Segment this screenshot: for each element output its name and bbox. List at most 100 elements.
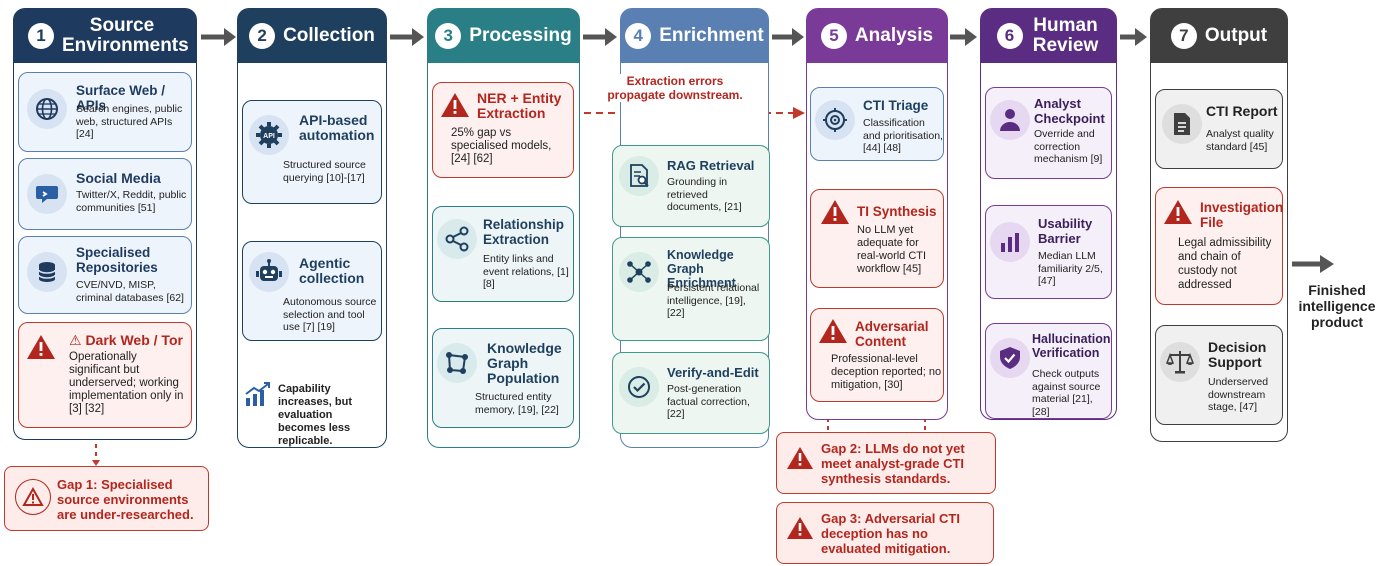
stage-title: Output	[1204, 25, 1268, 46]
card-title: Hallucination Verification	[1032, 332, 1111, 360]
stage-header: 4 Enrichment	[621, 9, 768, 63]
stage-arrow	[772, 28, 804, 46]
document-icon	[1162, 104, 1202, 144]
card-desc: Search engines, public web, structured A…	[76, 103, 183, 140]
analysis-triage-card: CTI Triage Classification and prioritisa…	[810, 87, 944, 161]
stage-header: 2 Collection	[238, 9, 386, 63]
shield-check-icon	[990, 338, 1030, 378]
final-arrow	[1292, 255, 1334, 273]
enrichment-verify-card: Verify-and-Edit Post-generation factual …	[612, 352, 770, 434]
stage-number: 2	[249, 23, 276, 49]
robot-icon	[249, 252, 289, 292]
card-title: Social Media	[76, 170, 161, 186]
bar-chart-icon	[990, 222, 1030, 262]
card-desc: Structured source querying [10]-[17]	[283, 159, 366, 184]
warning-icon	[783, 511, 817, 545]
check-circle-icon	[619, 367, 659, 407]
warning-icon	[437, 87, 473, 123]
globe-icon	[27, 89, 67, 129]
card-title: CTI Report	[1206, 103, 1278, 119]
card-desc: Entity links and event relations, [1] [8…	[483, 253, 569, 290]
card-title: Investigation File	[1200, 200, 1284, 230]
stage-collection-column: 2 Collection	[237, 8, 387, 448]
stage-header: 6 Human Review	[981, 9, 1116, 63]
card-desc: Operationally significant but underserve…	[69, 351, 184, 415]
source-surface-card: Surface Web / APIs Search engines, publi…	[18, 72, 192, 152]
card-desc: Classification and prioritisation, [44] …	[863, 117, 943, 154]
source-social-card: Social Media Twitter/X, Reddit, public c…	[18, 158, 192, 230]
stage-header: 3 Processing	[428, 9, 579, 63]
card-desc: Post-generation factual correction, [22]	[667, 383, 750, 420]
gap-text: Gap 2: LLMs do not yet meet analyst-grad…	[821, 441, 965, 486]
card-desc: Check outputs against source material [2…	[1032, 368, 1101, 418]
card-title: ⚠ Dark Web / Tor	[69, 332, 183, 348]
stage-number: 5	[820, 23, 847, 49]
analysis-adversarial-card: Adversarial Content Professional-level d…	[810, 308, 944, 402]
stage-title: Enrichment	[659, 25, 764, 46]
enrichment-rag-card: RAG Retrieval Grounding in retrieved doc…	[612, 145, 770, 227]
stage-number: 4	[625, 23, 652, 49]
card-desc: Persistent relational intelligence, [19]…	[667, 282, 760, 319]
stage-header: 7 Output	[1151, 9, 1287, 63]
card-title: RAG Retrieval	[667, 158, 755, 173]
api-icon-text: API	[263, 133, 275, 140]
stage-arrow	[950, 28, 977, 46]
gap1-callout: Gap 1: Specialised source environments a…	[4, 466, 209, 531]
output-investigation-card: Investigation File Legal admissibility a…	[1155, 187, 1283, 305]
graph-square-icon	[437, 343, 477, 383]
stage-arrow	[1120, 28, 1147, 46]
stage-arrow	[390, 28, 424, 46]
stage-number: 3	[435, 23, 462, 49]
database-icon	[27, 252, 67, 292]
propagation-note: Extraction errors propagate downstream.	[600, 74, 750, 102]
card-title: API-based automation	[299, 112, 375, 143]
review-checkpoint-card: Analyst Checkpoint Override and correcti…	[985, 87, 1112, 179]
network-icon	[619, 252, 659, 292]
card-desc: 25% gap vs specialised models, [24] [62]	[451, 127, 552, 165]
share-nodes-icon	[437, 219, 477, 259]
output-decision-card: Decision Support Underserved downstream …	[1155, 325, 1283, 425]
card-title: NER + Entity Extraction	[477, 90, 562, 121]
card-title: Specialised Repositories	[76, 245, 158, 275]
source-repos-card: Specialised Repositories CVE/NVD, MISP, …	[18, 236, 192, 314]
card-desc: Legal admissibility and chain of custody…	[1178, 237, 1272, 291]
review-usability-card: Usability Barrier Median LLM familiarity…	[985, 205, 1112, 299]
stage-title: Processing	[469, 25, 572, 46]
output-report-card: CTI Report Analyst quality standard [45]	[1155, 89, 1283, 169]
document-search-icon	[619, 156, 659, 196]
card-title: Relationship Extraction	[483, 217, 565, 247]
final-output-label: Finished intelligence product	[1298, 282, 1376, 330]
collection-note: Capability increases, but evaluation bec…	[278, 383, 352, 447]
stage-title: Source Environments	[62, 15, 189, 56]
stage-header: 5 Analysis	[807, 9, 947, 63]
stage-number: 6	[996, 23, 1023, 49]
stage-number: 1	[28, 23, 54, 49]
collection-agentic-card: Agentic collection Autonomous source sel…	[242, 241, 382, 341]
stage-title: Analysis	[854, 25, 934, 46]
warning-icon	[15, 479, 51, 515]
collection-api-card: API API-based automation Structured sour…	[242, 100, 382, 204]
source-darkweb-card: ⚠ Dark Web / Tor Operationally significa…	[18, 322, 192, 428]
stage-title: Human Review	[1032, 15, 1099, 56]
card-title: Agentic collection	[299, 255, 365, 286]
stage-number: 7	[1170, 23, 1197, 49]
target-icon	[815, 100, 855, 140]
card-desc: Median LLM familiarity 2/5, [47]	[1038, 250, 1103, 287]
stage-title: Collection	[283, 25, 375, 46]
card-title: Usability Barrier	[1038, 216, 1093, 246]
card-title: Verify-and-Edit	[667, 365, 759, 380]
card-desc: Override and correction mechanism [9]	[1034, 128, 1103, 165]
card-desc: No LLM yet adequate for real-world CTI w…	[857, 224, 927, 275]
warning-icon	[815, 313, 851, 349]
card-title: CTI Triage	[863, 98, 929, 113]
gap-text: Gap 1: Specialised source environments a…	[57, 477, 194, 522]
card-desc: CVE/NVD, MISP, criminal databases [62]	[76, 279, 184, 304]
enrichment-kg-card: Knowledge Graph Enrichment Persistent re…	[612, 237, 770, 341]
warning-icon	[817, 194, 853, 230]
processing-ner-card: NER + Entity Extraction 25% gap vs speci…	[432, 82, 574, 178]
card-title: Analyst Checkpoint	[1034, 96, 1105, 126]
chat-icon	[27, 174, 67, 214]
processing-kg-card: Knowledge Graph Population Structured en…	[432, 328, 574, 428]
card-title: TI Synthesis	[857, 204, 937, 219]
analysis-ti-synthesis-card: TI Synthesis No LLM yet adequate for rea…	[810, 189, 944, 288]
